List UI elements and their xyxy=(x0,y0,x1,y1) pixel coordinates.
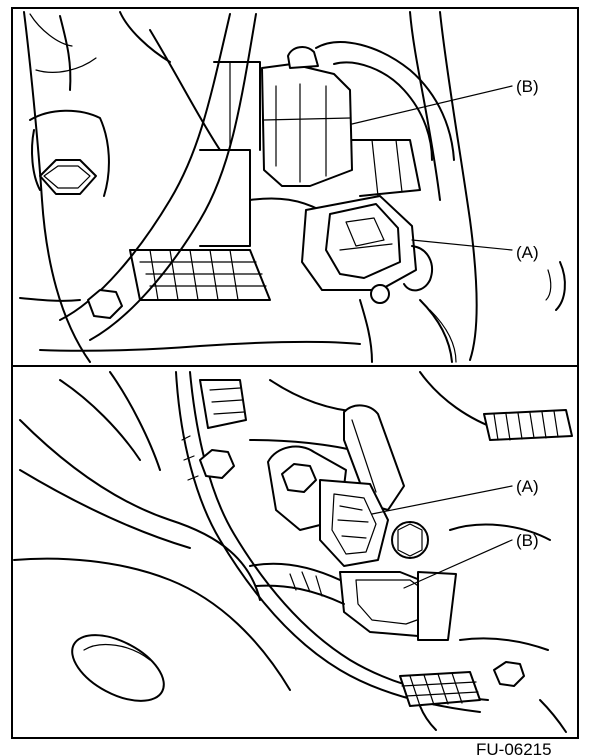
figure-frame xyxy=(11,7,579,739)
leader-line-a-top xyxy=(411,239,513,251)
label-a-bottom: (A) xyxy=(516,477,539,496)
label-b-top: (B) xyxy=(516,77,539,96)
hex-bolt-lower xyxy=(87,289,123,319)
hex-bolt-bottom-right xyxy=(493,661,525,687)
hex-bolt-bottom-left xyxy=(199,449,235,479)
top-panel: (B) (A) xyxy=(19,11,566,363)
leader-line-a-bottom xyxy=(371,485,513,515)
bottom-panel: (A) (B) xyxy=(13,371,573,733)
leader-line-b-bottom xyxy=(403,539,513,589)
oval-opening xyxy=(71,634,165,702)
hex-bolt-top xyxy=(39,159,97,195)
leader-line-b-top xyxy=(351,85,513,125)
figure-code: FU-06215 xyxy=(476,740,552,756)
hex-bolt-center xyxy=(281,463,317,493)
label-b-bottom: (B) xyxy=(516,531,539,550)
label-a-top: (A) xyxy=(516,243,539,262)
connector-a-bottom xyxy=(319,479,389,567)
